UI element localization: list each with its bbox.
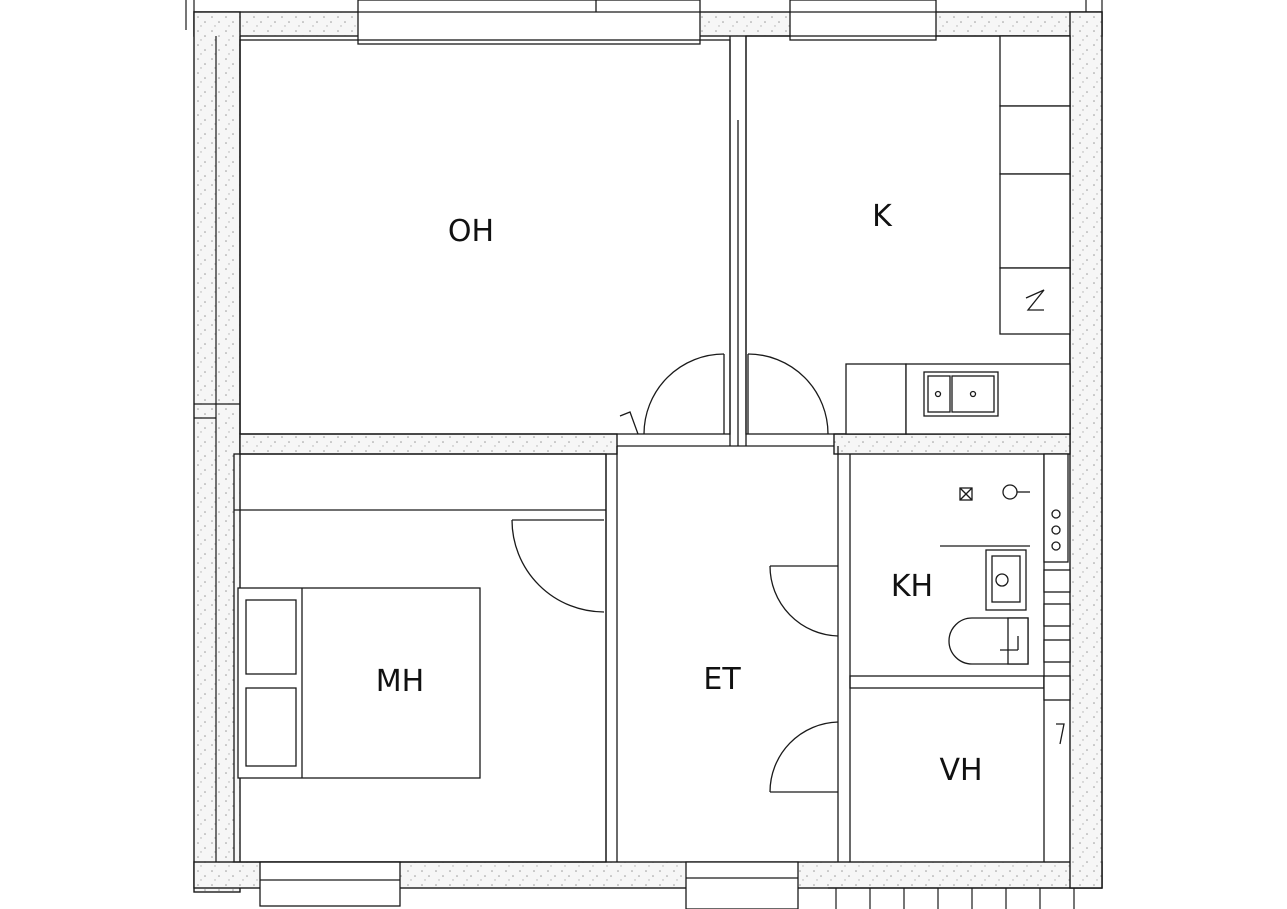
interior-wall-horizontal xyxy=(239,433,1071,455)
shower-icon xyxy=(1002,484,1018,500)
double-bed xyxy=(237,587,481,779)
window-oh xyxy=(357,0,701,45)
appliance-column xyxy=(1043,453,1069,563)
room-label-k: K xyxy=(872,199,893,234)
exterior-walls xyxy=(193,11,1103,893)
pillow-icon xyxy=(245,687,297,767)
kitchen-cabinets xyxy=(845,35,1071,435)
windows xyxy=(259,0,937,909)
window-k xyxy=(789,0,937,41)
window-et xyxy=(685,861,799,909)
bathroom-fixtures xyxy=(940,453,1071,745)
room-label-et: ET xyxy=(703,662,741,697)
room-label-kh: KH xyxy=(891,569,933,604)
room-label-vh: VH xyxy=(939,753,982,788)
room-label-mh: MH xyxy=(376,664,424,699)
room-label-oh: OH xyxy=(448,214,494,249)
doors xyxy=(511,353,839,793)
stair-lines xyxy=(828,887,1102,909)
pillow-icon xyxy=(245,599,297,675)
window-mh xyxy=(259,861,401,907)
